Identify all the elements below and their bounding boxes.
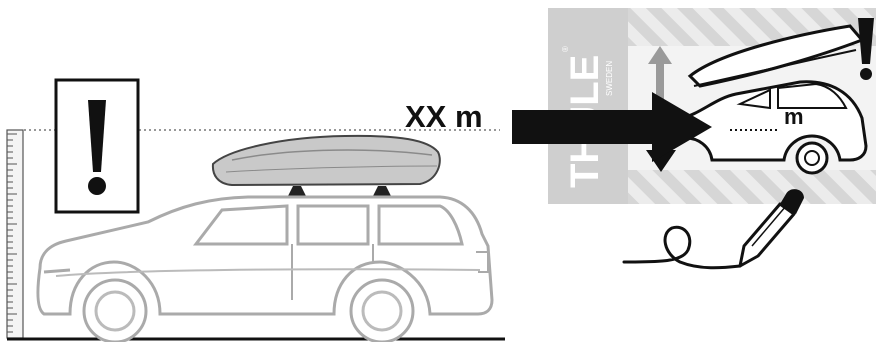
sticker-warning-icon bbox=[858, 18, 874, 80]
height-label: XX m bbox=[405, 99, 483, 134]
sticker-car bbox=[680, 24, 868, 175]
curl-line-icon bbox=[622, 225, 742, 270]
height-ruler-icon bbox=[6, 129, 24, 339]
pen-icon bbox=[738, 189, 804, 268]
front-wheel bbox=[82, 278, 148, 342]
sticker-hatch-bottom bbox=[628, 170, 876, 204]
warning-exclamation-icon bbox=[54, 78, 140, 214]
rear-wheel bbox=[349, 278, 415, 342]
svg-text:®: ® bbox=[561, 46, 570, 52]
sticker-unit-label: m bbox=[784, 104, 804, 129]
car-with-roof-box-icon bbox=[36, 134, 494, 342]
height-sticker: THULE ® SWEDEN m bbox=[548, 8, 876, 204]
brand-tagline: SWEDEN bbox=[605, 61, 614, 96]
roof-box bbox=[211, 134, 441, 187]
right-arrow-icon bbox=[512, 92, 712, 162]
